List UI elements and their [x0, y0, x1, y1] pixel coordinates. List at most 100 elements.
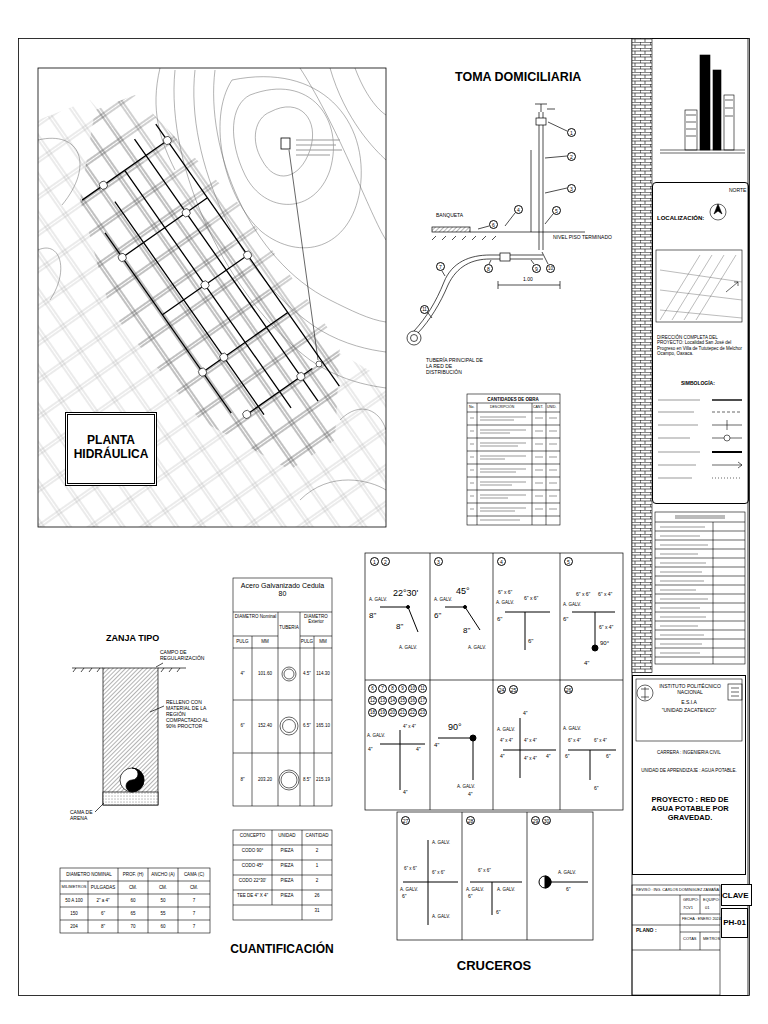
- trench-table: [60, 868, 210, 933]
- cruceros-grid-part: [365, 553, 623, 810]
- sheet-label: 22°30': [393, 588, 418, 599]
- title-column-part: [712, 399, 742, 400]
- pipe-table-part: [282, 667, 296, 681]
- sheet-label: 6" x 4": [594, 738, 607, 743]
- site-plan-part-part: [38, 248, 61, 300]
- sheet-label: TUBERÍA PRINCIPAL DE LA RED DE DISTRIBUC…: [426, 358, 488, 376]
- site-plan-part-part: [355, 68, 386, 115]
- title-column-part: [637, 685, 653, 701]
- title-column-part: [660, 255, 742, 320]
- pipe-table: [233, 578, 332, 806]
- sheet-label: REVISÓ : ING. CARLOS DOMÍNGUEZ ZAMAÑA: [636, 888, 719, 892]
- quantities-table: [467, 394, 560, 525]
- cruceros-grid: [365, 553, 623, 940]
- sheet-label: 7CV1: [683, 906, 693, 911]
- title-column-part: [712, 478, 742, 479]
- sheet-label: 1.00: [522, 277, 534, 283]
- sheet-label: TUBERIA: [279, 625, 299, 630]
- sheet-label: 6": [101, 911, 105, 916]
- callout-number: 4: [514, 205, 523, 214]
- site-plan-part-part: [330, 68, 386, 160]
- site-plan-part-part: [255, 107, 312, 176]
- callout-number: 6: [489, 220, 498, 229]
- sheet-label: 6" x 6": [404, 866, 417, 871]
- sheet-label: CONCEPTO: [240, 833, 265, 838]
- sheet-label: 215.19: [316, 777, 330, 782]
- sheet-label: PIEZA: [280, 878, 293, 883]
- sheet-label: PIEZA: [280, 848, 293, 853]
- site-plan-part: [281, 138, 290, 149]
- house-connection-detail-part: [414, 255, 490, 331]
- title-column-part: [712, 420, 742, 430]
- sheet-label: A. GALV.: [399, 645, 417, 650]
- sheet-label: Acero Galvanizado Cedula 80: [238, 582, 328, 599]
- sheet-label: No.: [469, 405, 474, 409]
- sheet-label: 2: [316, 878, 319, 883]
- title-column-part: [712, 412, 742, 413]
- title-column-part: [656, 250, 742, 322]
- callout-number: 1: [370, 557, 379, 566]
- callout-number: 16: [408, 696, 417, 705]
- sheet-label: A. GALV.: [496, 600, 514, 605]
- sheet-label: 6": [497, 616, 502, 623]
- site-plan-part-part-part: [98, 180, 109, 191]
- sheet-label: 8.5": [303, 777, 311, 782]
- callout-number: 3: [567, 184, 576, 193]
- sheet-label: 114.30: [316, 671, 329, 676]
- sheet-label: 2: [316, 848, 319, 853]
- sheet-label: CUANTIFICACIÓN: [230, 942, 333, 956]
- key-label-box: CLAVE: [721, 884, 752, 906]
- node-text: E.S.I.A: [633, 700, 745, 706]
- sheet-label: 65: [130, 911, 135, 916]
- callout-number: 11: [418, 684, 427, 693]
- sheet-label: A. GALV.: [563, 726, 581, 731]
- callout-number: 2: [567, 152, 576, 161]
- title-column-part: [714, 204, 722, 214]
- fitting-symbols-part: [407, 606, 410, 609]
- site-plan-part-part: [174, 70, 386, 388]
- callout-number: 12: [368, 696, 377, 705]
- sheet-label: CM.: [190, 885, 198, 890]
- sheet-label: 6" x 4": [568, 738, 581, 743]
- sheet-label: 4" x 4": [403, 724, 416, 729]
- sheet-label: MM: [261, 639, 269, 644]
- callout-number: 14: [388, 696, 397, 705]
- site-plan-part: [38, 68, 386, 527]
- sheet-label: 55: [160, 911, 165, 916]
- sheet-label: MILIMETROS: [62, 885, 87, 890]
- callout-number: 26: [564, 685, 573, 694]
- callout-number: 10: [408, 684, 417, 693]
- house-connection-detail-part: [470, 232, 585, 233]
- sheet-label: 4.5": [303, 671, 311, 676]
- callout-number: 6: [368, 684, 377, 693]
- title-column-part: [728, 684, 742, 700]
- sheet-label: 6": [594, 786, 599, 792]
- fitting-symbols-part: [438, 738, 473, 780]
- sheet-label: 8": [463, 626, 470, 635]
- house-connection-detail-part: [500, 253, 510, 261]
- pipe-table-part: [281, 772, 297, 788]
- callout-number: 11: [420, 305, 429, 314]
- sheet-label: EQUIPO:: [703, 898, 720, 903]
- site-plan-part-part-part: [241, 409, 252, 420]
- cruceros-grid-part: [397, 812, 593, 940]
- sheet-label: 4": [434, 742, 439, 749]
- sheet-label: CM.: [159, 885, 167, 890]
- title-column-part: [658, 400, 700, 478]
- callout-number: 7: [436, 262, 445, 271]
- sheet-label: BANQUETA: [436, 213, 463, 219]
- house-connection-detail-part: [531, 150, 532, 232]
- sheet-label: METROS: [703, 937, 720, 942]
- sheet-label: CM.: [129, 885, 137, 890]
- node-text: LOCALIZACIÓN:: [657, 215, 704, 222]
- sheet-frame-part: [19, 39, 750, 996]
- fitting-symbols-part: [380, 730, 425, 790]
- fitting-symbols: [380, 606, 616, 926]
- callout-number: 7: [378, 684, 387, 693]
- sheet-label: 8": [240, 777, 244, 782]
- pipe-table-part: [283, 720, 296, 733]
- title-column-part: [655, 522, 745, 664]
- fitting-symbols-part: [403, 840, 458, 925]
- typical-trench-part: [103, 792, 158, 805]
- cruceros-grid-part: [462, 812, 527, 940]
